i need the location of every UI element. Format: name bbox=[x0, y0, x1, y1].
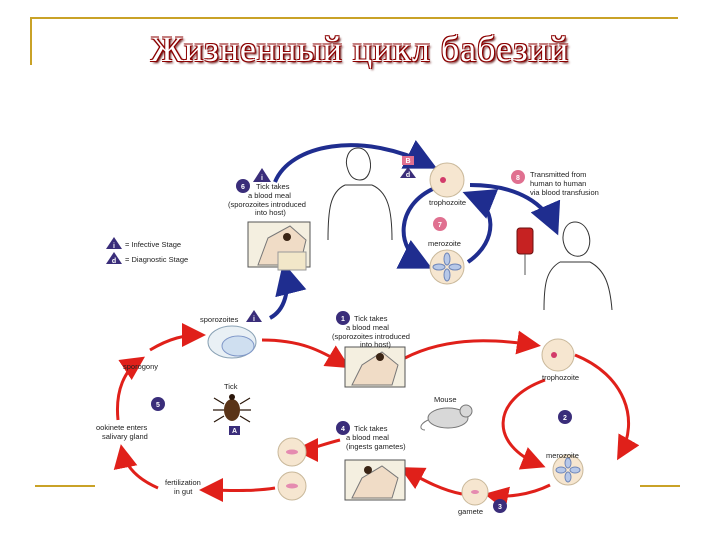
merozoite-label-human: merozoite bbox=[428, 239, 461, 248]
mouse-icon bbox=[420, 404, 473, 431]
fertilization-line2: in gut bbox=[174, 487, 193, 496]
legend-diagnostic-text: = Diagnostic Stage bbox=[125, 255, 188, 264]
step4-line2: a blood meal bbox=[346, 433, 389, 442]
b-badge bbox=[402, 156, 414, 165]
step1-line1: Tick takes bbox=[354, 314, 388, 323]
legend-diagnostic-badge bbox=[106, 252, 122, 264]
arrow-step1-to-trophozoite bbox=[404, 330, 541, 360]
human-figure-2 bbox=[543, 221, 613, 311]
step8-line1: Transmitted from bbox=[530, 170, 586, 179]
step1-number-badge bbox=[336, 311, 350, 325]
frame-bottom-left-line bbox=[35, 485, 95, 487]
arrow-to-transfusion bbox=[469, 183, 561, 236]
trophozoite-label-human: trophozoite bbox=[429, 198, 466, 207]
legend-infective-letter: i bbox=[113, 243, 115, 250]
ookinete-line2: salivary gland bbox=[102, 432, 148, 441]
merozoite-cell-human bbox=[429, 249, 465, 285]
step1-line4: into host) bbox=[360, 340, 391, 349]
arrow-merozoite-to-trophozoite bbox=[462, 189, 499, 264]
frame-top-line bbox=[30, 17, 678, 19]
frame-bottom-right-line bbox=[640, 485, 680, 487]
arrow-sporozoites-to-step1 bbox=[261, 338, 351, 369]
arrow-fertilization-down bbox=[199, 478, 276, 503]
gamete-label: gamete bbox=[458, 507, 483, 516]
diagnostic-letter-human: d bbox=[406, 172, 410, 179]
diagnostic-badge-human bbox=[400, 167, 416, 178]
fertilization-cells bbox=[277, 437, 307, 501]
sporozoites-cyst bbox=[207, 325, 257, 359]
step6-line4: into host) bbox=[255, 208, 286, 217]
merozoite-label-mouse: merozoite bbox=[546, 451, 579, 460]
tick-a-badge bbox=[229, 426, 240, 435]
tick-a-letter: A bbox=[232, 428, 237, 435]
tick-icon bbox=[213, 394, 251, 423]
step5-number-badge bbox=[151, 397, 165, 411]
step1-line3: (sporozoites introduced bbox=[332, 332, 410, 341]
arrow-right-cycle bbox=[574, 353, 640, 461]
legend: i = Infective Stage d = Diagnostic Stage bbox=[106, 237, 188, 265]
step8-number: 8 bbox=[516, 175, 520, 182]
blood-bag-icon bbox=[516, 227, 534, 275]
step6-line3: (sporozoites introduced bbox=[228, 200, 306, 209]
legend-infective-badge bbox=[106, 237, 122, 249]
step6-number-badge bbox=[236, 179, 250, 193]
step3-number: 3 bbox=[498, 504, 502, 511]
trophozoite-label-mouse: trophozoite bbox=[542, 373, 579, 382]
ookinete-line1: ookinete enters bbox=[96, 423, 148, 432]
trophozoite-cell-human bbox=[429, 162, 465, 198]
step8-number-badge bbox=[511, 170, 525, 184]
step5-number: 5 bbox=[156, 402, 160, 409]
step2-number: 2 bbox=[563, 415, 567, 422]
frame-left-line bbox=[30, 17, 32, 65]
sporozoites-infective-badge bbox=[246, 310, 262, 322]
step4-number: 4 bbox=[341, 426, 345, 433]
arrow-ookinete-to-sporogony bbox=[115, 356, 145, 421]
legend-diagnostic-letter: d bbox=[112, 258, 116, 265]
trophozoite-cell-mouse bbox=[541, 338, 575, 372]
step8-line3: via blood transfusion bbox=[530, 188, 599, 197]
arrow-inner-right-cycle bbox=[501, 378, 546, 470]
tick-bite-box-step1 bbox=[344, 346, 406, 388]
legend-infective-text: = Infective Stage bbox=[125, 240, 181, 249]
tick-label: Tick bbox=[224, 382, 238, 391]
step2-number-badge bbox=[558, 410, 572, 424]
step6-line1: Tick takes bbox=[256, 182, 290, 191]
step6-number: 6 bbox=[241, 184, 245, 191]
step6-line2: a blood meal bbox=[248, 191, 291, 200]
human-figure bbox=[327, 147, 393, 241]
arrow-step6-to-trophozoite bbox=[273, 139, 438, 183]
tick-bite-box-step4 bbox=[344, 459, 406, 501]
step3-number-badge bbox=[493, 499, 507, 513]
arrow-sporozoites-up bbox=[268, 262, 307, 320]
step1-line2: a blood meal bbox=[346, 323, 389, 332]
arrow-trophozoite-to-merozoite bbox=[396, 186, 436, 269]
sporozoites-infective-letter: i bbox=[253, 316, 255, 323]
slide-title: Жизненный цикл бабезий bbox=[150, 29, 570, 69]
mouse-label: Mouse bbox=[434, 395, 457, 404]
step4-line3: (ingests gametes) bbox=[346, 442, 406, 451]
arrow-to-ookinete bbox=[113, 444, 159, 490]
step7-number-badge bbox=[433, 217, 447, 231]
sporozoites-label: sporozoites bbox=[200, 315, 239, 324]
arrow-gamete-to-step4 bbox=[399, 467, 463, 496]
step7-number: 7 bbox=[438, 222, 442, 229]
arrow-merozoite-to-gamete bbox=[484, 483, 551, 511]
step6-infective-badge bbox=[253, 168, 271, 182]
step6-infective-letter: i bbox=[261, 175, 263, 182]
b-badge-letter: B bbox=[405, 158, 410, 165]
step1-number: 1 bbox=[341, 316, 345, 323]
arrow-sporogony-to-sporozoites bbox=[149, 323, 206, 352]
merozoite-cell-mouse bbox=[552, 454, 584, 486]
step4-line1: Tick takes bbox=[354, 424, 388, 433]
step8-line2: human to human bbox=[530, 179, 586, 188]
step4-number-badge bbox=[336, 421, 350, 435]
sporogony-label: sporogony bbox=[123, 362, 158, 371]
gamete-cell bbox=[461, 478, 489, 506]
tick-bite-box-human bbox=[247, 221, 311, 271]
fertilization-line1: fertilization bbox=[165, 478, 201, 487]
